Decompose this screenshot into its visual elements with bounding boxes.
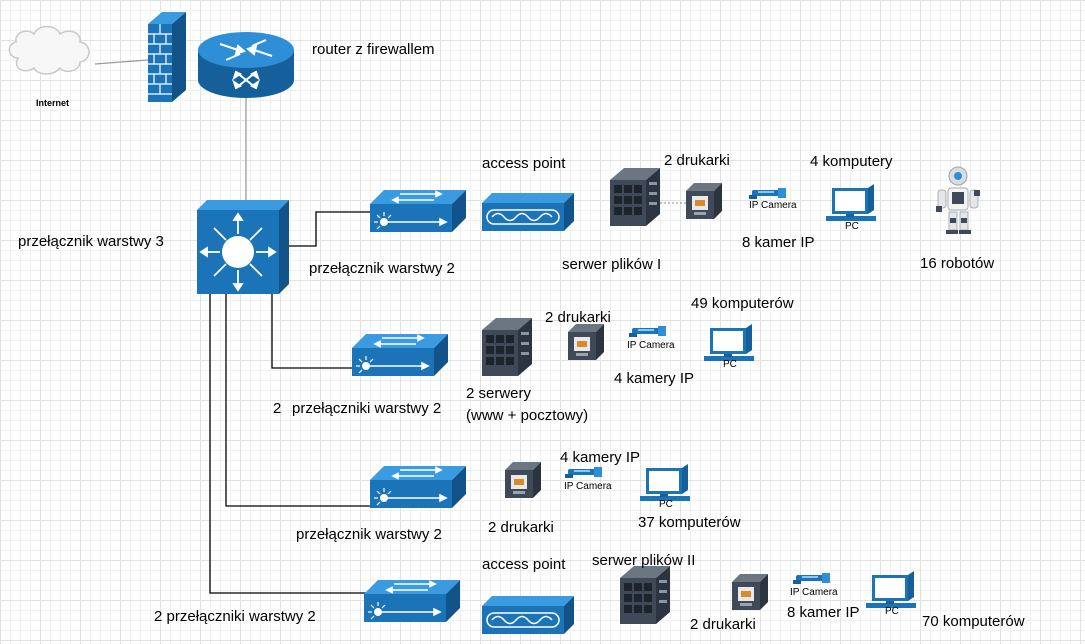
pc4-caption: PC [885,606,899,617]
cam1-label: 8 kamer IP [742,234,815,251]
srv2-label-a: 2 serwery [466,385,532,402]
switch-icon [351,333,449,377]
firewall-icon [148,12,186,102]
access-point-icon [481,595,575,635]
cam4-label: 8 kamer IP [787,604,860,621]
ipcam3-caption: IP Camera [564,481,612,492]
server-icon [620,566,670,624]
cam2-label: 4 kamery IP [614,370,694,387]
server-icon [482,318,532,376]
printer-icon [686,183,722,219]
srv2-label-b: (www + pocztowy) [466,407,588,424]
ipcam1-caption: IP Camera [749,200,797,211]
sw2-prefix-label: 2 [273,400,281,417]
link-core-sw1 [289,211,374,247]
router-label: router z firewallem [312,41,435,58]
pr3-label: 2 drukarki [488,519,554,536]
access-point-icon [481,192,575,232]
ip-camera-icon [749,188,786,199]
ip-camera-icon [793,573,830,584]
robot-icon [936,166,980,234]
printer-icon [732,574,768,610]
pc4-label: 70 komputerów [922,613,1025,630]
srv1-label: serwer plików I [562,256,661,273]
pc-icon [826,184,876,221]
ip-camera-icon [629,326,666,337]
ip-camera-icon [565,467,602,478]
link-core-sw3 [225,290,372,507]
printer-icon [568,324,604,360]
pc-icon [866,571,916,608]
ap4-label: access point [482,556,566,573]
pc3-caption: PC [659,499,673,510]
printer-icon [505,462,541,498]
sw4-label: 2 przełączniki warstwy 2 [154,608,316,625]
ipcam2-caption: IP Camera [627,340,675,351]
links [94,59,686,594]
pc-icon [704,324,754,361]
internet-label: Internet [36,98,69,108]
pr2-label: 2 drukarki [545,309,611,326]
sw3-label: przełącznik warstwy 2 [296,526,442,543]
pr4-label: 2 drukarki [690,616,756,633]
pc-icon [640,464,690,501]
server-icon [610,168,660,226]
switch-icon [369,189,467,233]
ap1-label: access point [482,155,566,172]
pc3-label: 37 komputerów [638,514,741,531]
router-icon [198,32,294,98]
switch-icon [369,465,467,509]
switch-icon [363,579,461,623]
sw2-label: przełączniki warstwy 2 [292,400,441,417]
sw1-label: przełącznik warstwy 2 [309,260,455,277]
layer3-switch-icon [197,200,289,294]
srv4-label: serwer plików II [592,552,695,569]
pc2-caption: PC [723,359,737,370]
link-core-sw4 [209,290,366,594]
core-switch-label: przełącznik warstwy 3 [18,233,164,250]
internet-cloud-icon [8,25,90,75]
link-core-sw2 [271,290,354,369]
link-internet-firewall [94,59,149,65]
pc1-label: 4 komputery [810,153,893,170]
robots-label: 16 robotów [920,255,994,272]
cam3-label: 4 kamery IP [560,449,640,466]
pc2-label: 49 komputerów [691,295,794,312]
pr1-label: 2 drukarki [664,152,730,169]
ipcam4-caption: IP Camera [790,587,838,598]
pc1-caption: PC [845,221,859,232]
